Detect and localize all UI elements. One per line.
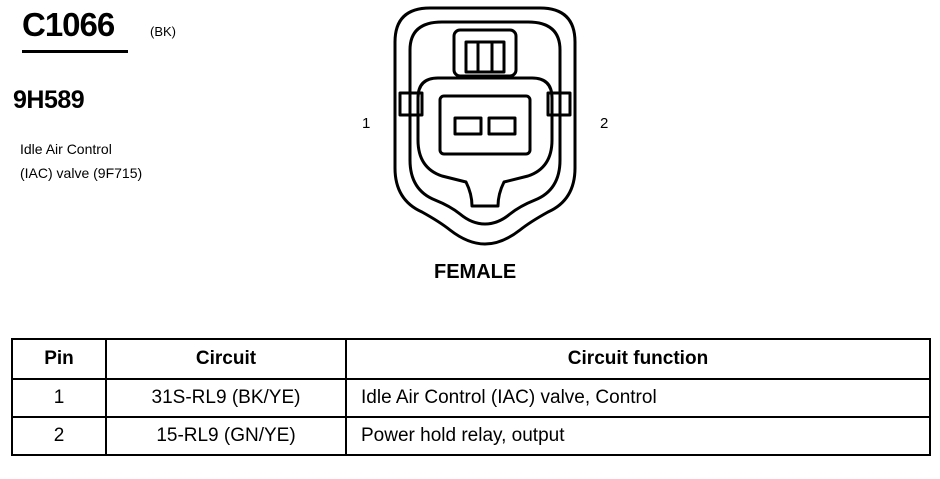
housing-inner-outline: [408, 20, 562, 226]
latch-inner: [464, 40, 506, 74]
pin-2-socket: [487, 116, 517, 136]
pin-1-label: 1: [362, 115, 371, 132]
pin-2-label: 2: [600, 115, 609, 132]
cell-function: Power hold relay, output: [345, 416, 931, 456]
cell-circuit: 31S-RL9 (BK/YE): [105, 378, 347, 418]
housing-outline: [393, 6, 577, 246]
latch-outer: [452, 28, 518, 78]
pin-table: Pin Circuit Circuit function 1 31S-RL9 (…: [11, 338, 931, 456]
connector-id: C1066: [22, 6, 115, 43]
header-pin: Pin: [11, 338, 107, 380]
terminal-cavity-outline: [416, 76, 554, 208]
pin-1-socket: [453, 116, 483, 136]
cell-circuit: 15-RL9 (GN/YE): [105, 416, 347, 456]
cell-pin: 2: [11, 416, 107, 456]
component-description-line2: (IAC) valve (9F715): [20, 165, 143, 181]
right-rib: [546, 91, 572, 117]
cell-pin: 1: [11, 378, 107, 418]
left-rib: [398, 91, 424, 117]
connector-id-underline: [22, 50, 128, 53]
header-circuit: Circuit: [105, 338, 347, 380]
connector-face-drawing: [393, 6, 577, 246]
cell-function: Idle Air Control (IAC) valve, Control: [345, 378, 931, 418]
table-row: 1 31S-RL9 (BK/YE) Idle Air Control (IAC)…: [11, 378, 931, 418]
terminal-block: [438, 94, 532, 156]
component-description-line1: Idle Air Control: [20, 141, 112, 157]
connector-color-code: (BK): [150, 24, 176, 39]
table-row: 2 15-RL9 (GN/YE) Power hold relay, outpu…: [11, 416, 931, 456]
table-header-row: Pin Circuit Circuit function: [11, 338, 931, 380]
part-number: 9H589: [13, 86, 85, 114]
header-circuit-function: Circuit function: [345, 338, 931, 380]
connector-gender-label: FEMALE: [434, 261, 517, 283]
